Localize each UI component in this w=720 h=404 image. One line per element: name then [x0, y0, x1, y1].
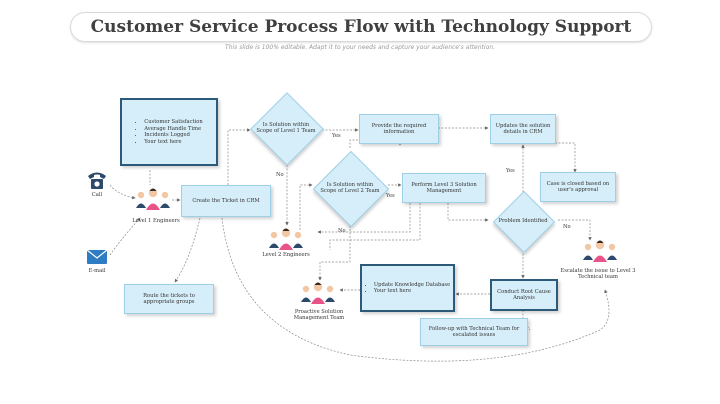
connector-perform-to-proactive	[329, 203, 421, 250]
connector-decision2-no	[318, 222, 351, 281]
yes-label: Yes	[506, 168, 515, 174]
team-people-icon	[136, 188, 170, 210]
email-label: E-mail	[88, 268, 106, 274]
decision-level2-text: Is Solution within Scope of Level 2 Team	[320, 181, 380, 195]
knowledge-item: Update Knowledge Database	[374, 282, 450, 289]
root-cause-box: Conduct Root Cause Analysis	[490, 279, 558, 311]
metrics-box: Customer Satisfaction Average Handle Tim…	[120, 98, 218, 166]
decision-level1-text: Is Solution within Scope of Level 1 Team	[256, 121, 316, 135]
team-people-icon	[301, 282, 335, 304]
create-ticket-box: Create the Ticket in CRM	[181, 185, 271, 217]
perform-level3-box: Perform Level 3 Solution Management	[402, 173, 486, 203]
yes-label: Yes	[332, 133, 341, 139]
knowledge-item: Your text here	[374, 288, 450, 295]
team-people-icon	[583, 240, 617, 262]
proactive-label: Proactive Solution Management Team	[293, 309, 345, 322]
no-label: No	[563, 224, 571, 230]
connector-update-to-closed	[555, 142, 577, 173]
problem-identified-diamond: Problem Identified	[488, 190, 558, 254]
no-label: No	[338, 228, 346, 234]
escalate-label: Escalate the issue to Level 3 Technical …	[560, 268, 636, 281]
case-closed-box: Case is closed based on user's approval	[540, 172, 616, 202]
connector-problem-no	[558, 219, 592, 241]
metrics-item: Average Handle Time	[144, 126, 202, 133]
knowledge-box: Update Knowledge Database Your text here	[360, 264, 455, 312]
page-subtitle: This slide is 100% editable. Adapt it to…	[225, 44, 495, 51]
metrics-item: Incidents Logged	[144, 132, 202, 139]
decision-level1-diamond: Is Solution within Scope of Level 1 Team	[250, 92, 324, 166]
connector-bottom-loop	[221, 217, 610, 362]
connector-level2-to-decision2	[299, 183, 313, 230]
follow-up-box: Follow-up with Technical Team for escala…	[420, 318, 528, 346]
call-label: Call	[91, 192, 103, 198]
connector-perform-to-problem	[447, 203, 489, 222]
level2-engineers-label: Level 2 Engineers	[262, 252, 310, 258]
page-title: Customer Service Process Flow with Techn…	[70, 12, 652, 42]
yes-label: Yes	[386, 193, 395, 199]
update-solution-box: Updates the solution details in CRM	[490, 114, 556, 144]
team-people-icon	[269, 228, 303, 250]
phone-icon	[88, 172, 106, 189]
connector-call-to-level1	[109, 184, 136, 200]
level1-engineers-label: Level 1 Engineers	[132, 218, 180, 224]
email-icon	[86, 249, 108, 264]
connector-perform-loop	[317, 203, 411, 234]
decision-level2-diamond: Is Solution within Scope of Level 2 Team	[312, 150, 390, 228]
route-tickets-box: Route the tickets to appropriate groups	[124, 284, 214, 314]
metrics-item: Your text here	[144, 139, 202, 146]
provide-info-box: Provide the required information	[359, 114, 439, 144]
problem-identified-text: Problem Identified	[498, 217, 548, 224]
connector-ticket-to-route	[174, 217, 201, 283]
no-label: No	[276, 172, 284, 178]
metrics-item: Customer Satisfaction	[144, 119, 202, 126]
connector-email-to-level1	[109, 217, 141, 256]
connector-ticket-to-decision1	[227, 128, 251, 185]
